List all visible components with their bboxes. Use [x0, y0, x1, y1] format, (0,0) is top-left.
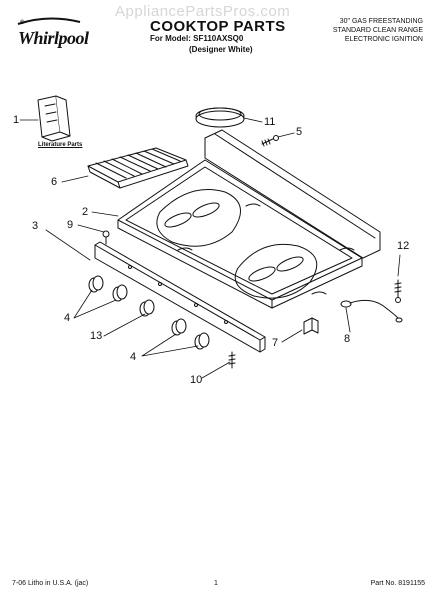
callout-7: 7: [272, 337, 279, 349]
control-knobs: [88, 275, 210, 350]
grate: [87, 147, 189, 189]
burner-cap: [195, 107, 245, 128]
callout-2: 2: [82, 206, 89, 218]
footer-litho: 7-06 Litho in U.S.A. (jac): [12, 580, 89, 587]
ignitor-wire: [340, 299, 403, 323]
manifold-panel: [94, 241, 266, 353]
model-line: For Model: SF110AXSQ0: [150, 34, 244, 43]
callout-13: 13: [90, 330, 103, 342]
spec-line-2: STANDARD CLEAN RANGE: [332, 27, 423, 34]
screw-part-5: [261, 135, 279, 147]
callout-10: 10: [190, 374, 203, 386]
screw-part-9: [102, 230, 110, 245]
footer-page-number: 1: [214, 580, 218, 587]
leader-lines: [19, 117, 401, 379]
brand-name: Whirlpool: [18, 28, 89, 48]
callout-6: 6: [51, 176, 58, 188]
callout-4-lower: 4: [130, 351, 137, 363]
callout-4-upper: 4: [64, 312, 71, 324]
footer-part-number: Part No. 8191155: [370, 580, 425, 587]
callout-1: 1: [13, 114, 20, 126]
bracket: [303, 317, 319, 335]
callout-3: 3: [32, 220, 39, 232]
watermark: AppliancePartsPros.com: [115, 3, 291, 20]
callout-11: 11: [264, 116, 276, 128]
literature-parts-label: Literature Parts: [38, 142, 83, 148]
callout-9: 9: [67, 219, 74, 231]
page-title: COOKTOP PARTS: [150, 18, 286, 35]
whirlpool-logo: ® Whirlpool: [8, 12, 89, 52]
cooktop-body: [117, 129, 381, 309]
callout-8: 8: [344, 333, 351, 345]
callout-5: 5: [296, 126, 303, 138]
literature-book: [37, 95, 71, 142]
callout-12: 12: [397, 240, 410, 252]
spec-line-1: 30" GAS FREESTANDING: [339, 18, 423, 25]
logo-badge: ®: [20, 20, 25, 26]
color-line: (Designer White): [189, 45, 253, 54]
logo-swoosh-icon: [17, 17, 81, 25]
spec-line-3: ELECTRONIC IGNITION: [344, 36, 423, 43]
screw-part-12: [394, 279, 402, 303]
screw-part-10: [228, 351, 236, 369]
